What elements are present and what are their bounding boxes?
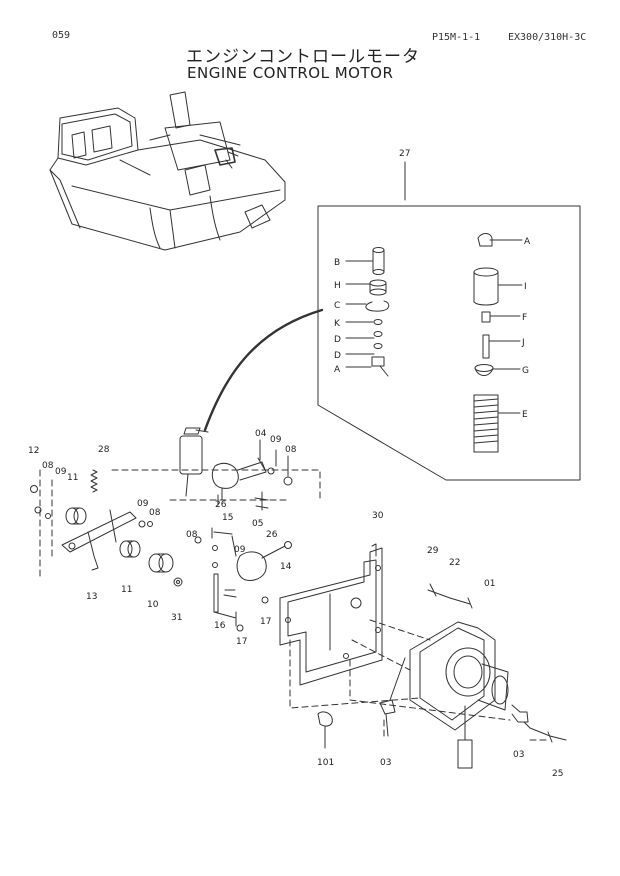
callout-kit-k: K xyxy=(334,319,341,329)
callout-31: 31 xyxy=(171,613,182,623)
callout-05: 05 xyxy=(252,519,263,529)
callout-kit-g: G xyxy=(522,366,529,376)
callout-30: 30 xyxy=(372,511,384,521)
callout-28: 28 xyxy=(98,445,110,455)
page-number: 059 xyxy=(52,30,71,41)
title-japanese: エンジンコントロールモータ xyxy=(186,47,420,67)
callout-kit-j: J xyxy=(521,338,525,348)
callout-kit-b: B xyxy=(334,258,340,268)
callout-03-left: 03 xyxy=(380,758,391,768)
callout-kit-c: C xyxy=(334,301,340,311)
callout-08-lower: 08 xyxy=(186,530,198,540)
callout-kit-h: H xyxy=(334,281,341,291)
callout-09-lower: 09 xyxy=(234,545,246,555)
callout-26-left: 26 xyxy=(215,500,227,510)
callout-08-top: 08 xyxy=(285,445,297,455)
callout-26-right: 26 xyxy=(266,530,278,540)
callout-11-bottom: 11 xyxy=(121,585,132,595)
callout-kit-a-right: A xyxy=(524,237,531,247)
callout-labels: 27 B H C K D D A A I F J G E 12 08 09 11… xyxy=(28,149,563,779)
callout-kit-i: I xyxy=(524,282,527,292)
callout-14: 14 xyxy=(280,562,292,572)
callout-kit-e: E xyxy=(522,410,528,420)
callout-assembly: 27 xyxy=(399,149,410,159)
callout-17-right: 17 xyxy=(260,617,271,627)
callout-08-middle: 08 xyxy=(149,508,161,518)
model-number: EX300/310H-3C xyxy=(508,32,587,43)
title-english: ENGINE CONTROL MOTOR xyxy=(187,64,394,82)
callout-22: 22 xyxy=(449,558,460,568)
callout-11-top: 11 xyxy=(67,473,78,483)
callout-01: 01 xyxy=(484,579,495,589)
callout-12: 12 xyxy=(28,446,39,456)
callout-10: 10 xyxy=(147,600,159,610)
callout-25: 25 xyxy=(552,769,563,779)
callout-13: 13 xyxy=(86,592,97,602)
assembly-27-exploded-box xyxy=(317,161,581,481)
callout-15: 15 xyxy=(222,513,233,523)
callout-kit-f: F xyxy=(522,313,527,323)
callout-29: 29 xyxy=(427,546,439,556)
callout-08-left: 08 xyxy=(42,461,54,471)
callout-17-bottom: 17 xyxy=(236,637,247,647)
main-exploded-assembly xyxy=(30,427,567,769)
excavator-illustration xyxy=(49,91,286,251)
callout-101: 101 xyxy=(317,758,334,768)
plate-number: P15M-1-1 xyxy=(432,32,481,43)
callout-09-left: 09 xyxy=(55,467,67,477)
callout-04: 04 xyxy=(255,429,267,439)
callout-kit-d1: D xyxy=(334,335,341,345)
callout-09-middle: 09 xyxy=(137,499,149,509)
callout-09-top: 09 xyxy=(270,435,282,445)
callout-16: 16 xyxy=(214,621,226,631)
callout-kit-a-left: A xyxy=(334,365,341,375)
callout-kit-d2: D xyxy=(334,351,341,361)
callout-03-right: 03 xyxy=(513,750,524,760)
